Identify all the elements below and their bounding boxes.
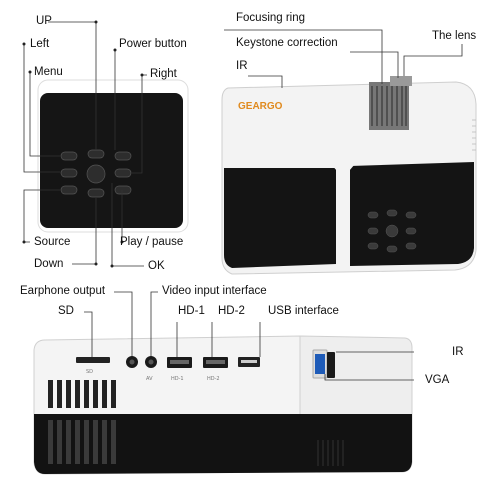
label-left: Left	[30, 38, 50, 50]
play-pause-button[interactable]	[114, 185, 132, 195]
label-hd1: HD-1	[178, 305, 205, 317]
label-down: Down	[34, 258, 64, 270]
label-focusing-ring: Focusing ring	[236, 12, 306, 24]
port-mark-hd2: HD-2	[207, 376, 220, 382]
right-button[interactable]	[114, 168, 132, 178]
label-ir-top: IR	[236, 60, 248, 72]
label-play-pause: Play / pause	[120, 236, 184, 248]
label-keystone-correction: Keystone correction	[236, 37, 338, 49]
port-mark-sd: SD	[86, 369, 93, 375]
label-ir-side: IR	[452, 346, 464, 358]
brand-logo: GEARGO	[238, 101, 283, 112]
up-button[interactable]	[87, 149, 105, 159]
label-source: Source	[34, 236, 71, 248]
sd-slot	[76, 357, 110, 363]
control-panel	[37, 79, 189, 233]
label-video-input-interface: Video input interface	[162, 285, 267, 297]
control-panel-leaders	[23, 21, 147, 267]
port-mark-hd1: HD-1	[171, 376, 184, 382]
down-button[interactable]	[87, 188, 105, 198]
left-button[interactable]	[60, 168, 78, 178]
label-hd2: HD-2	[218, 305, 245, 317]
projector-top-view	[221, 76, 477, 275]
label-up: UP	[36, 15, 52, 27]
menu-button[interactable]	[60, 151, 78, 161]
label-vga: VGA	[425, 374, 450, 386]
source-button[interactable]	[60, 185, 78, 195]
label-menu: Menu	[34, 66, 63, 78]
label-power-button: Power button	[119, 38, 187, 50]
port-mark-av: AV	[146, 376, 153, 382]
label-usb-interface: USB interface	[268, 305, 339, 317]
label-right: Right	[150, 68, 177, 80]
label-earphone-output: Earphone output	[20, 285, 106, 297]
ir-receiver	[327, 352, 335, 378]
label-ok: OK	[148, 260, 165, 272]
power-button[interactable]	[114, 151, 132, 161]
projector-back-view: SD AV HD-1 HD-2	[33, 335, 413, 475]
label-sd: SD	[58, 305, 74, 317]
ok-button[interactable]	[86, 164, 106, 184]
label-the-lens: The lens	[432, 30, 477, 42]
vga-port	[315, 354, 325, 374]
